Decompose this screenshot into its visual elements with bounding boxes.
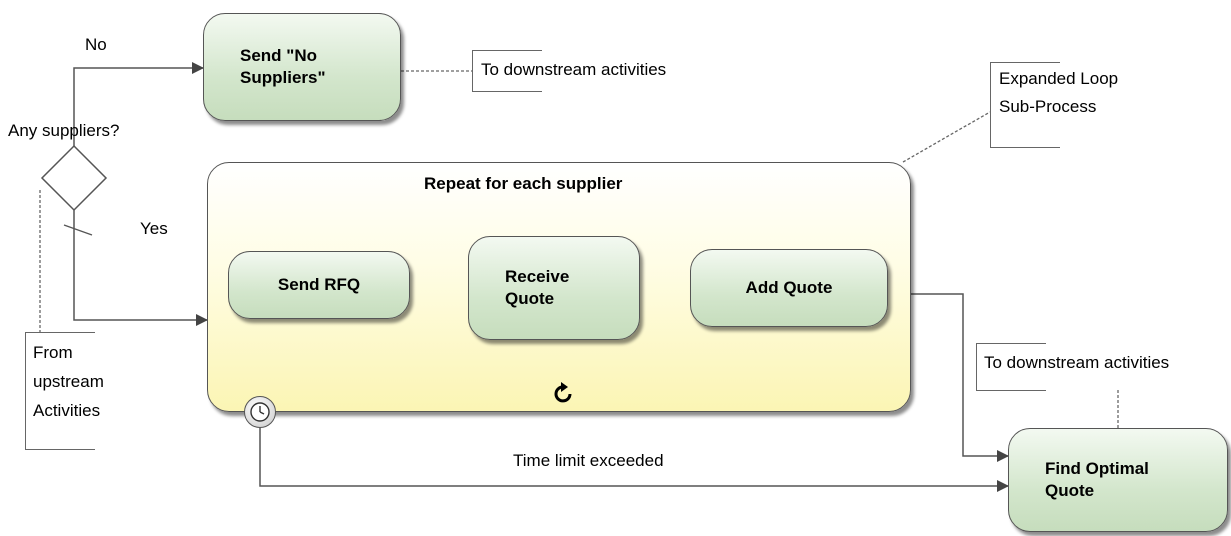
annotation-upstream[interactable] [25, 332, 95, 450]
task-label: Add Quote [745, 278, 833, 297]
annotation-text-line1: From [33, 343, 73, 362]
timer-boundary-event[interactable] [244, 396, 276, 428]
task-label-line1: Receive [505, 267, 570, 286]
flow-time-limit[interactable] [259, 428, 1009, 492]
task-add-quote[interactable]: Add Quote [690, 249, 888, 327]
annotation-text-line1: Expanded Loop [999, 69, 1119, 88]
task-send-no-suppliers[interactable]: Send "No Suppliers" [203, 13, 401, 121]
gateway-label: Any suppliers? [8, 121, 120, 140]
flow-no-label: No [85, 35, 107, 54]
clock-icon [250, 402, 270, 422]
annotation-text-line2: Sub-Process [999, 97, 1097, 116]
task-find-optimal-quote[interactable]: Find Optimal Quote [1008, 428, 1228, 532]
task-label: Send RFQ [277, 275, 361, 294]
task-label-line1: Find Optimal [1045, 459, 1149, 478]
flow-yes-label: Yes [140, 219, 168, 238]
default-flow-slash [63, 224, 93, 236]
loop-icon [550, 380, 578, 408]
annotation-downstream-top[interactable] [472, 50, 542, 92]
annotation-text-line3: Activities [33, 401, 101, 420]
task-receive-quote[interactable]: Receive Quote [468, 236, 640, 340]
task-label-line2: Quote [505, 289, 555, 308]
task-label-line1: Send "No [240, 46, 318, 65]
flow-no[interactable] [73, 62, 204, 146]
gateway-diamond[interactable] [40, 144, 108, 212]
assoc-expanded-loop [902, 111, 991, 163]
flow-sub-find[interactable] [911, 293, 1009, 462]
task-label-line2: Suppliers" [240, 68, 326, 87]
subprocess-title: Repeat for each supplier [424, 174, 623, 193]
time-limit-label: Time limit exceeded [513, 451, 664, 470]
flow-yes[interactable] [73, 210, 208, 326]
annotation-text-line2: upstream [33, 372, 104, 391]
annotation-text: To downstream activities [481, 60, 667, 79]
annotation-text: To downstream activities [984, 353, 1170, 372]
annotation-expanded-loop[interactable] [990, 62, 1060, 148]
annotation-downstream-right[interactable] [976, 343, 1046, 391]
task-send-rfq[interactable]: Send RFQ [228, 251, 410, 319]
task-label-line2: Quote [1045, 481, 1095, 500]
